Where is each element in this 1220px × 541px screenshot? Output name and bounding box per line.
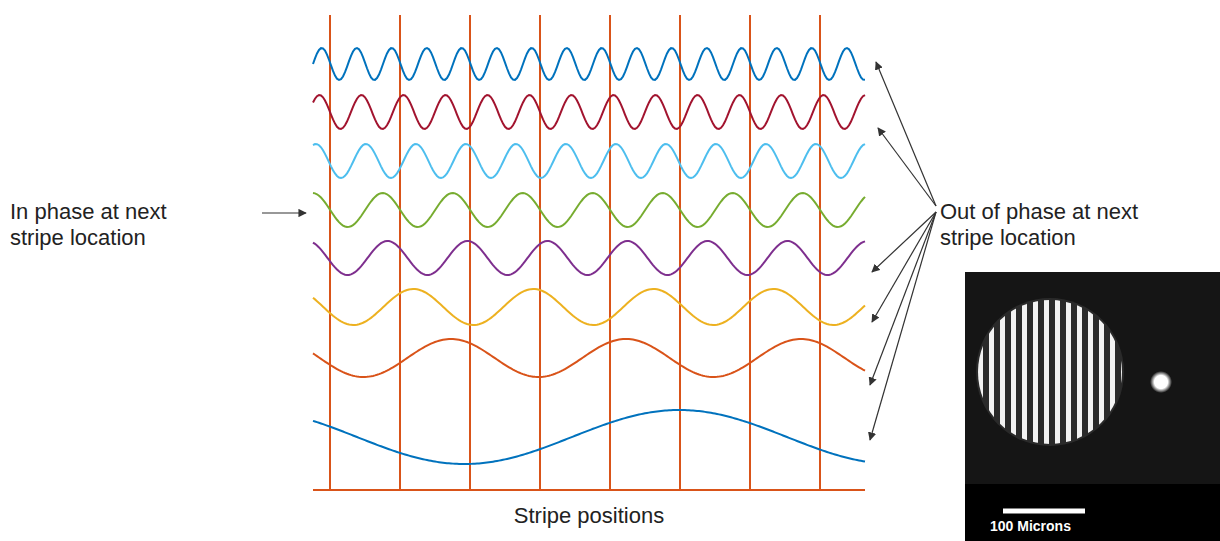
wave	[313, 339, 865, 377]
micrograph-ground	[965, 272, 1220, 541]
waves	[313, 48, 865, 464]
bright-stripe	[1088, 290, 1093, 454]
leader-arrow	[872, 212, 936, 322]
stripe-line	[749, 15, 751, 490]
bright-stripe	[1044, 290, 1049, 454]
wave	[313, 48, 865, 80]
bright-stripe	[1022, 290, 1027, 454]
bright-stripes	[978, 290, 1126, 454]
wave	[313, 241, 865, 275]
bright-stripe	[989, 290, 994, 454]
stripe-line	[469, 15, 471, 490]
stripe-line	[329, 15, 331, 490]
bright-stripe	[1033, 290, 1038, 454]
micrograph-image	[965, 272, 1220, 484]
leader-arrow	[870, 212, 936, 385]
bright-stripe	[1121, 290, 1126, 454]
bright-stripe	[1000, 290, 1005, 454]
wave	[313, 193, 865, 227]
phase-label: Out of phase at next stripe location	[940, 199, 1180, 252]
leader-arrow	[870, 212, 936, 440]
wave	[313, 410, 865, 464]
leader-arrow	[262, 212, 306, 213]
stripe-line	[399, 15, 401, 490]
bright-stripe	[1110, 290, 1115, 454]
micrograph	[965, 272, 1220, 541]
leader-arrow	[876, 62, 936, 206]
wave	[313, 95, 865, 129]
bright-spot	[1150, 371, 1172, 393]
leader-arrow	[872, 212, 936, 272]
baseline	[313, 489, 865, 491]
axis-label: Stripe positions	[439, 503, 739, 529]
stripe-line	[539, 15, 541, 490]
bright-stripe	[1055, 290, 1060, 454]
bright-stripe	[1011, 290, 1016, 454]
phase-label: In phase at next stripe location	[10, 199, 210, 252]
bright-stripe	[978, 290, 983, 454]
bright-stripe	[1077, 290, 1082, 454]
leader-arrows	[262, 62, 936, 440]
scale-band	[965, 484, 1220, 541]
scale-label: 100 Microns	[990, 518, 1130, 535]
wave	[313, 289, 865, 325]
stripe-line	[819, 15, 821, 490]
stripe-line	[679, 15, 681, 490]
wave	[313, 144, 865, 178]
leader-arrow	[878, 128, 936, 206]
bright-stripe	[1066, 290, 1071, 454]
scale-bar	[1003, 509, 1085, 514]
bright-stripe	[1099, 290, 1104, 454]
